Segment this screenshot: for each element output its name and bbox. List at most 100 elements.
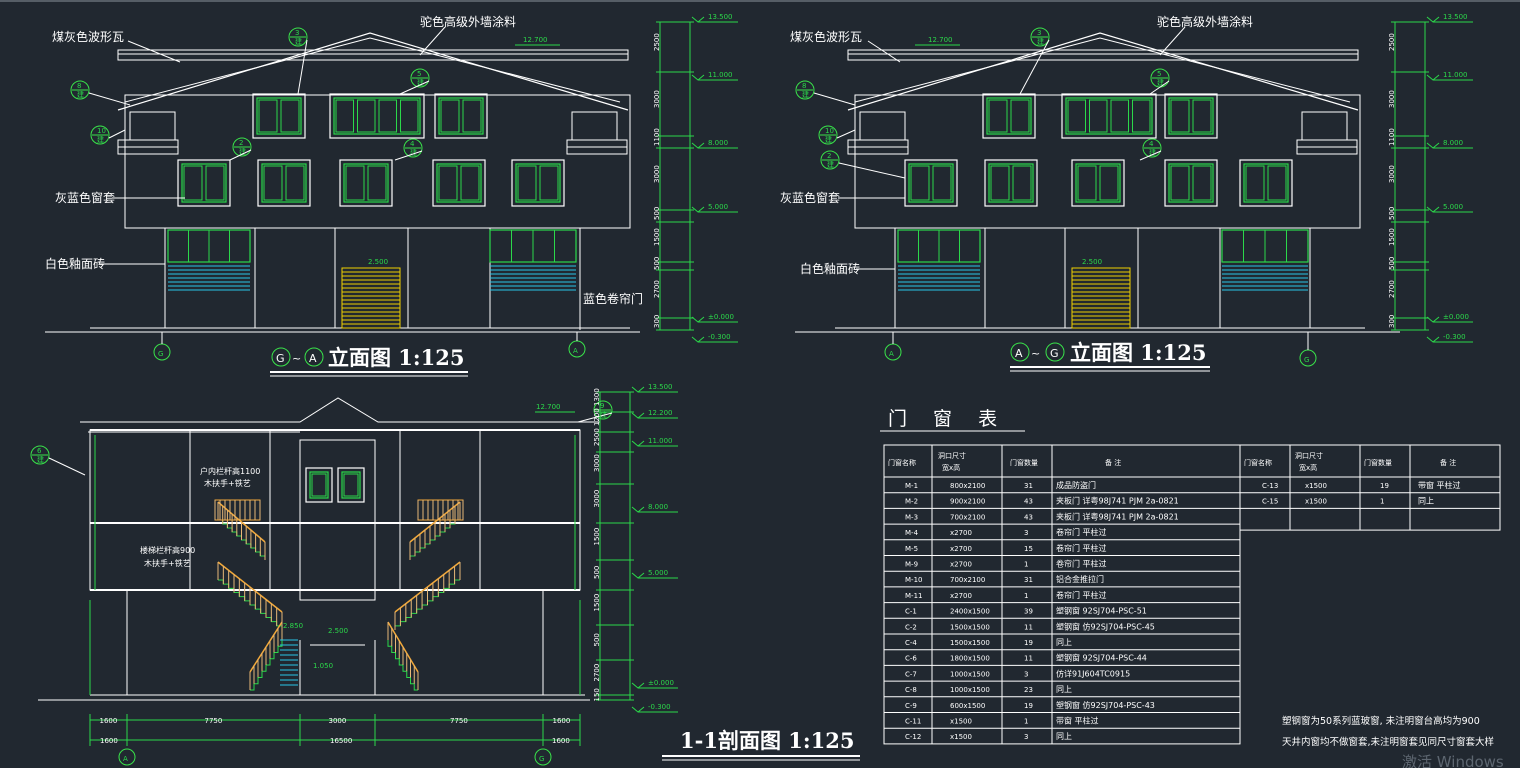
window-pane bbox=[1245, 165, 1265, 201]
schedule-cell-remark: 卷帘门 平柱过 bbox=[1056, 590, 1107, 600]
schedule-cell-name: M-10 bbox=[905, 576, 922, 584]
level-mark bbox=[631, 412, 645, 419]
detail-callout bbox=[1030, 27, 1050, 47]
window-trim bbox=[177, 159, 231, 207]
stair-level-1: 2.850 bbox=[283, 622, 303, 630]
leader-line bbox=[838, 162, 906, 179]
schedule-cell-remark: 仿详91J604TC0915 bbox=[1056, 668, 1130, 678]
schedule-cell-name: C-11 bbox=[905, 718, 921, 726]
window-frame bbox=[986, 97, 1032, 135]
dim-value: 500 bbox=[593, 566, 601, 579]
window-frame bbox=[261, 163, 307, 203]
schedule-header-cell: 宽x高 bbox=[1299, 463, 1317, 472]
leader-line bbox=[577, 412, 613, 423]
level-value: 13.500 bbox=[648, 383, 673, 391]
window-pane bbox=[539, 165, 559, 201]
svg-text:立面图 1:125: 立面图 1:125 bbox=[328, 345, 465, 370]
detail-callout bbox=[818, 125, 838, 145]
detail-callout bbox=[90, 125, 110, 145]
label-glazed-tile: 白色釉面砖 bbox=[45, 256, 105, 271]
schedule-cell-remark: 塑钢窗 仿92SJ704-PSC-45 bbox=[1056, 621, 1155, 631]
window-pane bbox=[440, 99, 460, 133]
detail-callout-sheet: 建 bbox=[97, 135, 104, 144]
label-rail-1: 户内栏杆高1100 bbox=[200, 466, 260, 476]
leader-line bbox=[88, 92, 131, 106]
dim-value: 500 bbox=[1388, 257, 1396, 270]
schedule-cell-name: C-1 bbox=[905, 608, 917, 616]
window-pane bbox=[205, 165, 225, 201]
leader-line bbox=[297, 39, 308, 95]
window-trim bbox=[257, 159, 311, 207]
schedule-cell-remark: 成品防盗门 bbox=[1056, 480, 1096, 490]
schedule-cell-remark: 同上 bbox=[1056, 638, 1072, 647]
window-pane bbox=[990, 165, 1010, 201]
detail-callout-number: 10 bbox=[97, 127, 106, 135]
window-pane bbox=[910, 165, 930, 201]
detail-callout bbox=[403, 138, 423, 158]
schedule-cell-remark: 卷帘门 平柱过 bbox=[1056, 527, 1107, 537]
window-frame bbox=[1075, 163, 1121, 203]
schedule-cell-qty: 23 bbox=[1024, 686, 1033, 694]
window-frame bbox=[1243, 163, 1289, 203]
schedule-cell-remark: 铝合金推拉门 bbox=[1056, 574, 1104, 584]
label-window-trim-r: 灰蓝色窗套 bbox=[780, 191, 840, 205]
detail-callout-sheet: 建 bbox=[825, 135, 832, 144]
schedule-cell-remark: 夹板门 详粤98J741 PJM 2a-0821 bbox=[1056, 511, 1179, 521]
schedule-cell-remark: 带窗 平柱过 bbox=[1418, 480, 1461, 490]
ridge-level-right: 12.700 bbox=[928, 36, 953, 44]
level-value: -0.300 bbox=[1443, 333, 1466, 341]
dim-value: 1100 bbox=[1388, 128, 1396, 146]
level-mark bbox=[631, 572, 645, 579]
schedule-header-cell: 门窗名称 bbox=[888, 458, 916, 467]
schedule-cell-qty: 1 bbox=[1024, 561, 1028, 569]
schedule-cell-size: x2700 bbox=[950, 545, 972, 553]
axis-bubble bbox=[534, 748, 552, 766]
window-pane bbox=[378, 99, 397, 133]
window-pane bbox=[1012, 165, 1032, 201]
level-value: 5.000 bbox=[708, 203, 728, 211]
window-trim bbox=[432, 159, 486, 207]
detail-callout-sheet: 建 bbox=[827, 160, 834, 169]
svg-text:~: ~ bbox=[292, 352, 301, 365]
window-pane bbox=[1077, 165, 1097, 201]
dim-value: 3000 bbox=[653, 90, 661, 108]
schedule-cell-size: 1000x1500 bbox=[950, 670, 990, 678]
detail-callout bbox=[288, 27, 308, 47]
axis-bubble-label: A bbox=[123, 755, 128, 763]
level-value: 11.000 bbox=[708, 71, 733, 79]
svg-text:~: ~ bbox=[1031, 347, 1040, 360]
label-roof-tile-r: 煤灰色波形瓦 bbox=[790, 30, 862, 44]
detail-callout-number: 5 bbox=[1157, 70, 1161, 78]
window-pane bbox=[1170, 99, 1190, 133]
title-section: 1-1剖面图 1:125 bbox=[680, 728, 854, 753]
window-pane bbox=[460, 165, 480, 201]
level-value: 5.000 bbox=[648, 569, 668, 577]
dim-value: 3000 bbox=[593, 490, 601, 508]
window-trim bbox=[305, 467, 333, 503]
schedule-cell-remark: 塑钢窗 仿92SJ704-PSC-43 bbox=[1056, 700, 1155, 710]
dim-value: 1500 bbox=[1388, 228, 1396, 246]
window-frame bbox=[309, 471, 329, 499]
dim-value: 1500 bbox=[593, 528, 601, 546]
windows-activation-watermark: 激活 Windows bbox=[1402, 753, 1504, 768]
elevation-g-a bbox=[45, 32, 640, 333]
schedule-cell-name: C-12 bbox=[905, 733, 921, 741]
stair-level-2: 2.500 bbox=[328, 627, 348, 635]
axis-bubble-label: A bbox=[573, 347, 578, 355]
level-value: 12.200 bbox=[648, 409, 673, 417]
detail-callout bbox=[70, 80, 90, 100]
leader-line bbox=[108, 129, 126, 139]
schedule-cell-qty: 3 bbox=[1024, 733, 1028, 741]
schedule-cell-name: M-3 bbox=[905, 513, 918, 521]
level-value: 5.000 bbox=[1443, 203, 1463, 211]
schedule-cell-size: 700x2100 bbox=[950, 576, 985, 584]
axis-bubble-label: G bbox=[158, 350, 163, 358]
stair-landing-rail bbox=[214, 499, 261, 521]
schedule-cell-qty: 39 bbox=[1024, 608, 1033, 616]
dim-horizontal-value: 7750 bbox=[450, 717, 468, 725]
stair-level-3: 1.050 bbox=[313, 662, 333, 670]
schedule-cell-name: M-5 bbox=[905, 545, 918, 553]
schedule-title: 门 窗 表 bbox=[888, 408, 1007, 430]
detail-callout-number: 9 bbox=[600, 402, 604, 410]
